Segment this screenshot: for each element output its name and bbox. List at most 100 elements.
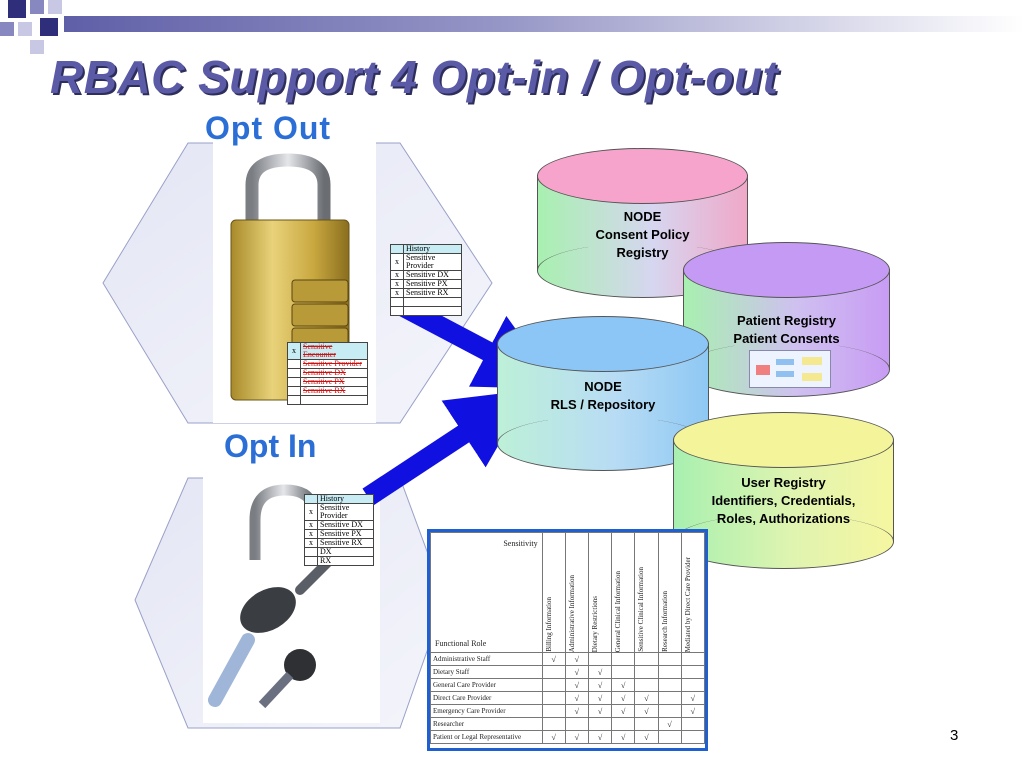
opt-out-label: Opt Out: [205, 110, 332, 146]
check-cell: √: [611, 691, 636, 705]
opt-in-arrow: [362, 389, 531, 506]
role-name: General Care Provider: [430, 678, 543, 692]
check-cell: [657, 691, 682, 705]
page-number: 3: [950, 727, 959, 744]
decor-square: [30, 40, 44, 54]
table-row: DX: [304, 547, 374, 557]
check-cell: [634, 665, 659, 679]
check-cell: √: [587, 665, 613, 679]
patient-registry-cylinder: Patient Registry Patient Consents: [683, 242, 890, 397]
table-row: General Care Provider √ √ √: [430, 678, 706, 692]
check-cell: [587, 652, 613, 666]
role-name: Dietary Staff: [430, 665, 543, 679]
check-cell: [541, 691, 566, 705]
check-cell: √: [611, 678, 636, 692]
padlock-shackle: [245, 153, 331, 222]
check-cell: [634, 717, 659, 731]
check-cell: [657, 665, 682, 679]
key-icon: [208, 555, 335, 709]
column-header: Dietary Restrictions: [590, 595, 599, 652]
consent-policy-label: Consent Policy: [595, 227, 690, 242]
role-name: Direct Care Provider: [430, 691, 543, 705]
rls-repository-label: RLS / Repository: [550, 397, 656, 412]
check-cell: [657, 678, 682, 692]
check-cell: [680, 678, 706, 692]
user-registry-label: User Registry: [741, 475, 826, 490]
check-cell: [541, 704, 566, 718]
check-cell: √: [564, 665, 589, 679]
check-cell: √: [564, 652, 589, 666]
rls-node-label: NODE: [584, 379, 622, 394]
column-header: Billing Information: [544, 597, 553, 652]
check-cell: [657, 704, 682, 718]
table-row: RX: [304, 556, 374, 566]
role-name: Patient or Legal Representative: [430, 730, 543, 744]
check-cell: √: [587, 730, 613, 744]
table-row: Sensitive RX: [287, 386, 368, 396]
table-row: Dietary Staff √ √: [430, 665, 706, 679]
matrix-header-row: Sensitivity Functional Role Billing Info…: [430, 532, 706, 653]
consent-node-label: NODE: [623, 209, 662, 224]
column-header: General Clinical Information: [614, 570, 623, 652]
check-cell: [564, 717, 589, 731]
consent-registry-label: Registry: [616, 245, 669, 260]
role-name: Administrative Staff: [430, 652, 543, 666]
check-cell: √: [634, 691, 659, 705]
table-row: Administrative Staff √ √: [430, 652, 706, 666]
check-cell: √: [680, 691, 706, 705]
check-cell: √: [564, 704, 589, 718]
check-cell: [611, 665, 636, 679]
check-cell: √: [657, 717, 682, 731]
matrix-corner: Sensitivity Functional Role: [430, 532, 543, 653]
check-cell: √: [564, 730, 589, 744]
user-roles-label: Roles, Authorizations: [716, 511, 851, 526]
check-cell: [680, 652, 706, 666]
table-row: Patient or Legal Representative √ √ √ √ …: [430, 730, 706, 744]
role-name: Researcher: [430, 717, 543, 731]
matrix-table: Sensitivity Functional Role Billing Info…: [430, 532, 706, 744]
decor-square: [8, 0, 26, 18]
check-cell: √: [587, 678, 613, 692]
check-cell: √: [541, 730, 566, 744]
table-row: [287, 395, 368, 405]
table-row: Emergency Care Provider √ √ √ √ √: [430, 704, 706, 718]
decor-square: [30, 0, 44, 14]
column-header: Research Information: [660, 591, 669, 652]
role-name: Emergency Care Provider: [430, 704, 543, 718]
check-cell: [680, 665, 706, 679]
check-cell: [611, 652, 636, 666]
table-row: [390, 306, 462, 316]
column-header: Sensitive Clinical Information: [637, 567, 646, 652]
column-header: Mediated by Direct Care Provider: [683, 556, 692, 652]
decor-square: [18, 22, 32, 36]
check-cell: [541, 717, 566, 731]
check-cell: [680, 730, 706, 744]
decor-square: [0, 22, 14, 36]
patient-registry-label: Patient Registry: [737, 313, 836, 328]
header-bar: [64, 16, 1024, 32]
check-cell: √: [587, 691, 613, 705]
decor-square: [40, 18, 58, 36]
check-cell: [634, 652, 659, 666]
rls-repository-cylinder: NODE RLS / Repository: [497, 316, 709, 471]
column-header: Administrative Information: [567, 574, 576, 652]
check-cell: [634, 678, 659, 692]
patient-consents-label: Patient Consents: [733, 331, 840, 346]
table-row: [390, 297, 462, 307]
check-cell: √: [564, 678, 589, 692]
user-registry-cylinder: User Registry Identifiers, Credentials, …: [673, 412, 894, 569]
check-cell: √: [564, 691, 589, 705]
slide-title: RBAC Support 4 Opt-in / Opt-out: [50, 51, 779, 103]
check-cell: √: [541, 652, 566, 666]
role-sensitivity-matrix: Sensitivity Functional Role Billing Info…: [427, 529, 708, 751]
check-cell: [541, 665, 566, 679]
check-cell: √: [634, 704, 659, 718]
check-cell: √: [611, 704, 636, 718]
check-cell: [657, 652, 682, 666]
